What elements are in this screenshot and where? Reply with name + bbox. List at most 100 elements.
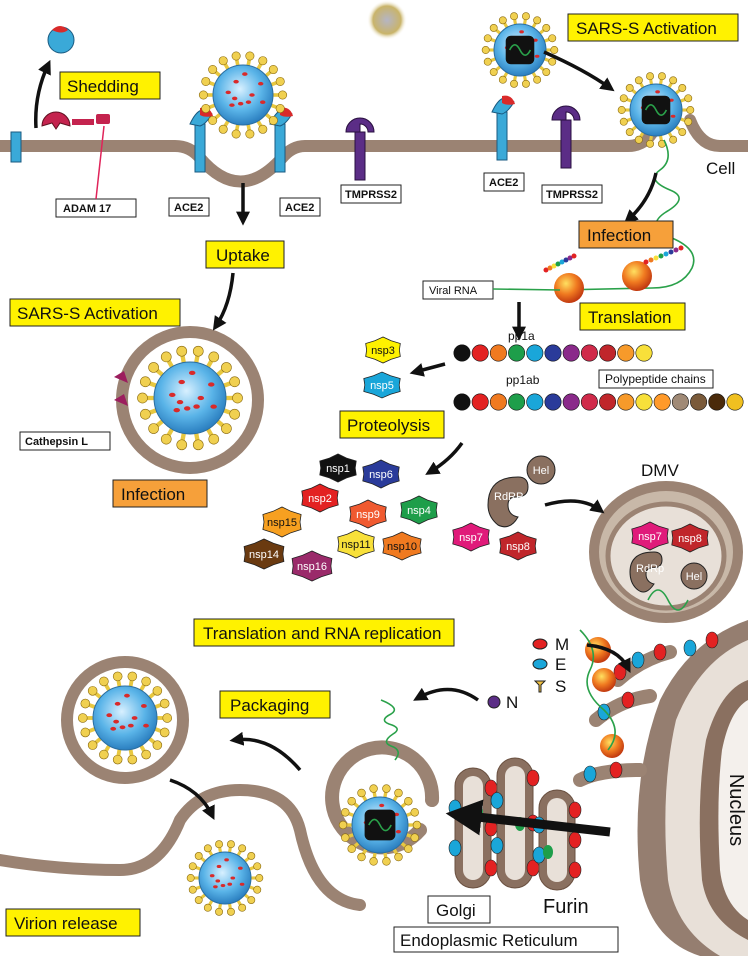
svg-text:Packaging: Packaging xyxy=(230,696,309,715)
er-membrane-protein xyxy=(583,765,597,783)
tmprss2-receptor-a xyxy=(345,117,375,181)
m-protein xyxy=(131,716,138,720)
spike-head xyxy=(394,788,403,798)
nascent-peptide-bead xyxy=(559,259,565,265)
golgi-protein xyxy=(490,792,504,809)
er-membrane-protein xyxy=(705,631,719,649)
label-tmprss2-a: TMPRSS2 xyxy=(340,184,402,204)
nsp1-protein: nsp1 xyxy=(319,453,357,483)
pp1a-chain xyxy=(453,344,653,362)
spike-head xyxy=(127,671,138,682)
e-protein-icon xyxy=(532,658,548,670)
m-protein xyxy=(225,90,231,95)
spike-head xyxy=(227,907,235,916)
shed-ace2-stub xyxy=(10,131,22,163)
spike-head xyxy=(268,65,278,75)
label-viral-rna: Viral RNA xyxy=(422,280,494,300)
spike-head xyxy=(634,135,643,144)
spike-head xyxy=(215,907,223,916)
label-translation-rna-replication: Translation and RNA replication xyxy=(193,618,455,647)
nsp-shape xyxy=(365,336,401,364)
arrow-uptake-to-endosome xyxy=(212,272,235,331)
nascent-peptide-bead xyxy=(678,245,684,251)
polypeptide-bead xyxy=(617,393,635,411)
nsp-label: nsp15 xyxy=(267,517,297,529)
spike-head xyxy=(678,128,687,137)
m-protein xyxy=(220,883,226,888)
nsp15-protein: nsp15 xyxy=(262,506,302,538)
m-protein xyxy=(534,54,540,58)
cathepsin-l-b xyxy=(114,394,128,406)
tmprss2-receptor-b xyxy=(551,105,581,169)
polypeptide-bead xyxy=(508,393,526,411)
spike-head xyxy=(489,68,498,77)
spike-head xyxy=(483,57,492,66)
spike-head xyxy=(148,423,159,434)
m-protein xyxy=(245,100,252,104)
nsp5-protein: nsp5 xyxy=(363,371,401,399)
spike-head xyxy=(619,94,628,103)
polypeptide-bead xyxy=(471,344,489,362)
adam17-enzyme xyxy=(41,111,71,130)
arrow-packaging xyxy=(413,687,480,702)
label-infection-right: Infection xyxy=(578,220,674,249)
virion-fusing xyxy=(617,72,695,148)
spike-head xyxy=(625,128,634,137)
genome-rna xyxy=(368,818,392,832)
spike-head xyxy=(684,117,693,126)
m-protein xyxy=(239,882,245,886)
label-polypeptide: Polypeptide chains xyxy=(598,369,714,389)
s-protein-icon xyxy=(533,680,547,693)
label-sars-activation-left: SARS-S Activation xyxy=(9,298,181,327)
label-dmv: DMV xyxy=(641,461,679,480)
label-nucleus: Nucleus xyxy=(725,774,747,846)
spike-head xyxy=(245,51,255,61)
golgi-protein xyxy=(448,799,462,817)
arrow-vesicle-to-membrane xyxy=(169,778,215,821)
spike-head xyxy=(87,740,98,750)
packaged-rna xyxy=(380,699,399,761)
label-cell: Cell xyxy=(706,159,735,178)
nsp-shape xyxy=(291,550,333,582)
label-sars-activation-top: SARS-S Activation xyxy=(567,13,739,42)
m-protein xyxy=(213,885,218,889)
golgi-protein xyxy=(448,839,462,857)
nsp-label: nsp7 xyxy=(638,531,662,543)
golgi-protein xyxy=(484,859,498,877)
m-protein xyxy=(229,103,235,107)
spike-head xyxy=(247,851,256,860)
spike-head xyxy=(646,139,654,148)
spike-head xyxy=(141,676,151,687)
label-pp1a: pp1a xyxy=(508,329,535,343)
spike-head xyxy=(394,852,403,862)
spike-head xyxy=(160,433,172,445)
nascent-peptide-bead xyxy=(658,253,664,259)
spike-head xyxy=(369,784,378,793)
nsp14-protein: nsp14 xyxy=(243,538,285,570)
svg-text:E: E xyxy=(555,655,566,674)
arrow-to-vesicle xyxy=(229,731,302,772)
ribosome-b xyxy=(622,261,652,291)
virion-activating xyxy=(481,12,559,88)
m-protein xyxy=(173,407,180,413)
nascent-peptide-bead xyxy=(567,255,573,261)
nascent-peptide-bead xyxy=(563,257,569,263)
polypeptide-bead xyxy=(562,393,580,411)
spike-head xyxy=(341,808,350,817)
spike-head xyxy=(208,351,220,363)
spike-head xyxy=(208,65,218,75)
polypeptide-bead xyxy=(653,393,671,411)
label-shedding: Shedding xyxy=(59,71,161,100)
nsp-label: nsp7 xyxy=(459,532,483,544)
spike-head xyxy=(162,713,173,723)
spike-head xyxy=(80,698,91,709)
polypeptide-bead xyxy=(599,344,617,362)
label-cathepsin: Cathepsin L xyxy=(19,431,111,451)
arrow-proteolysis xyxy=(425,441,464,475)
svg-text:Translation and RNA replicatio: Translation and RNA replication xyxy=(203,624,441,643)
nascent-peptide-bead xyxy=(653,255,659,261)
svg-text:Infection: Infection xyxy=(587,226,651,245)
arrow-golgi-transport xyxy=(445,799,611,837)
golgi-lumen xyxy=(463,776,483,880)
svg-text:N: N xyxy=(506,693,518,712)
